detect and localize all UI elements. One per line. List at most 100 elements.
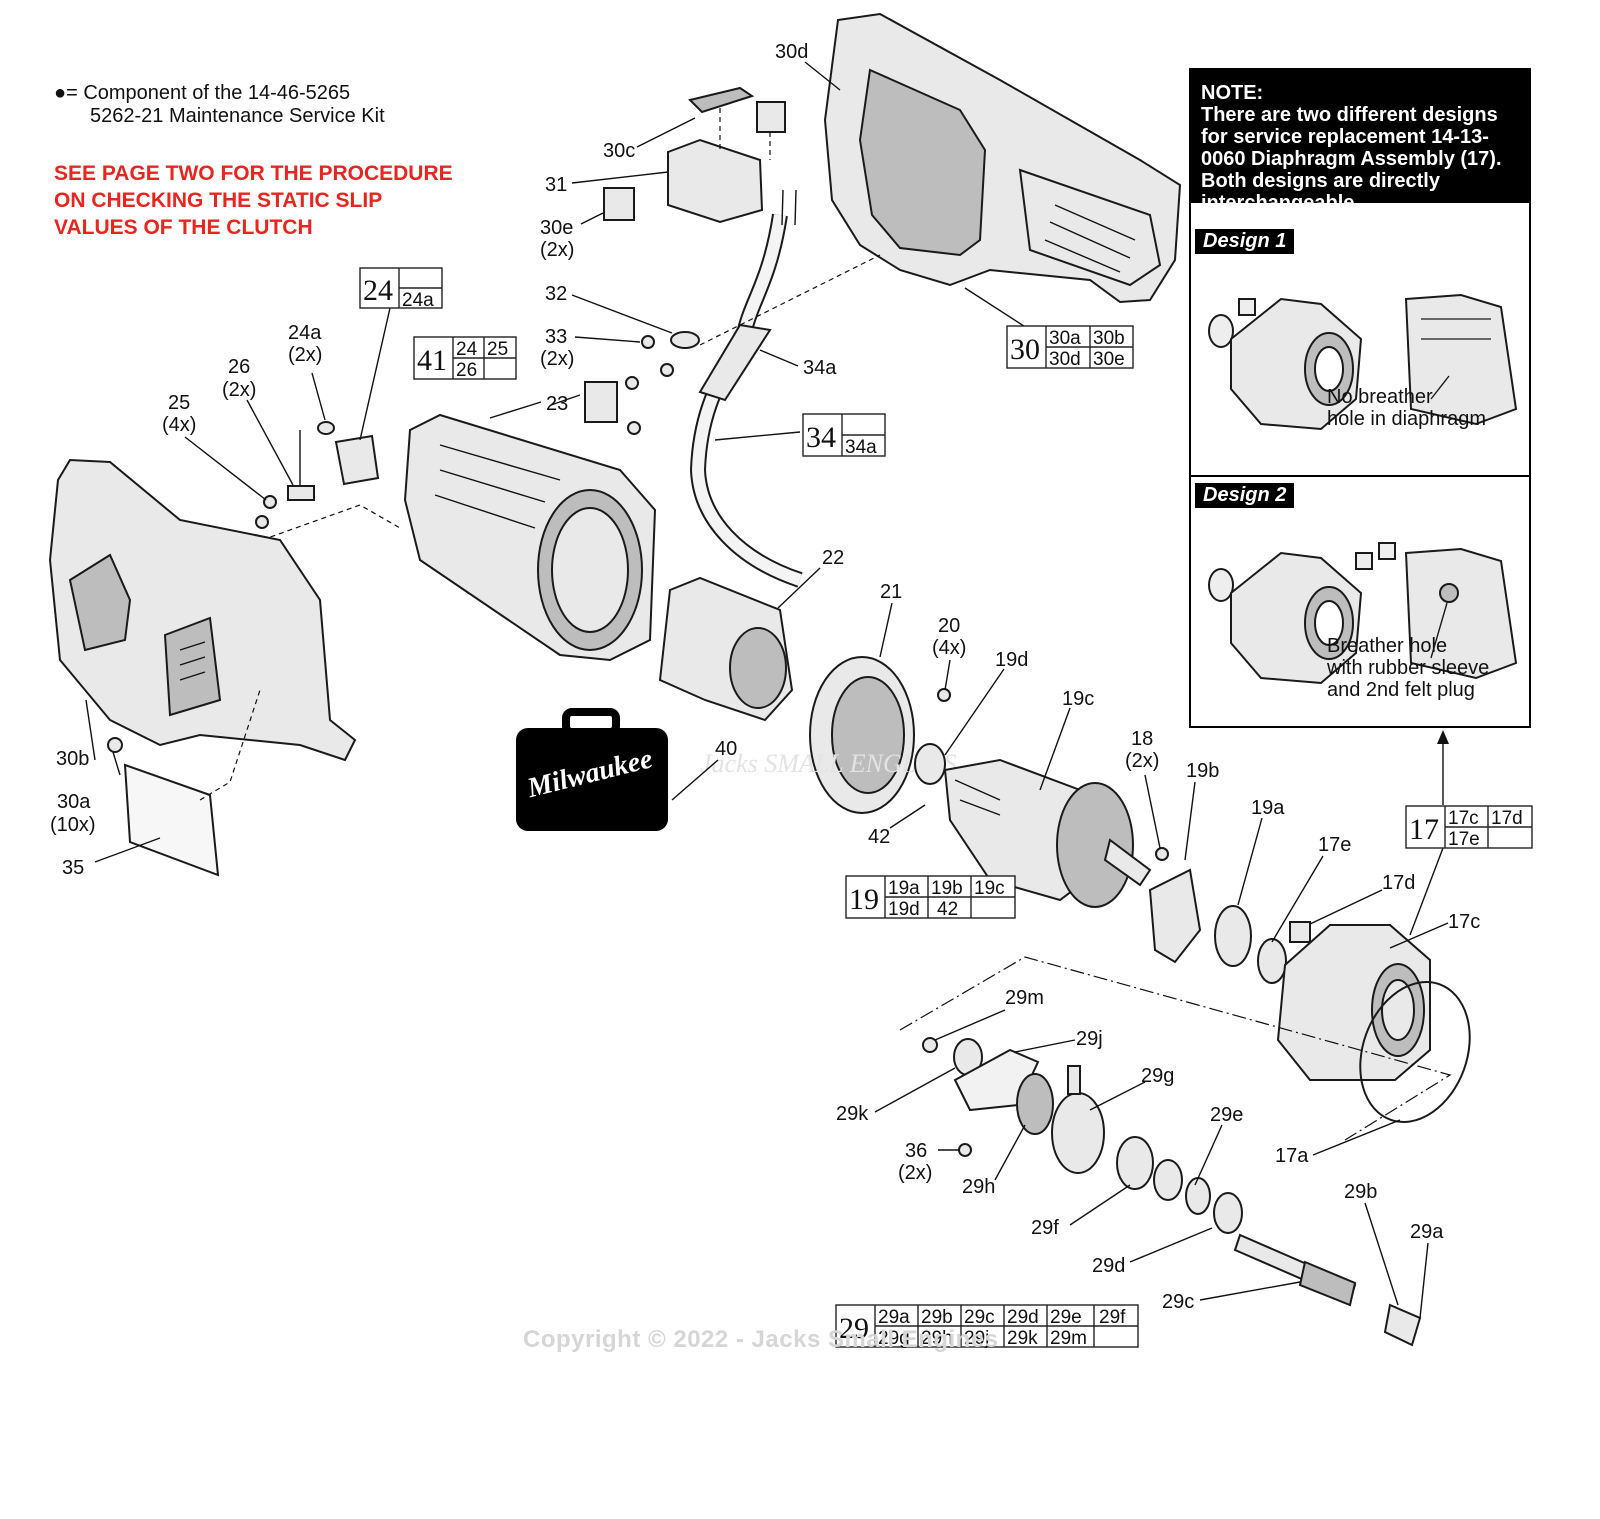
callout-20: 20 bbox=[938, 615, 960, 637]
kit-34-num: 34 bbox=[806, 421, 836, 454]
callout-22: 22 bbox=[822, 547, 844, 569]
kit-30-cell-30a: 30a bbox=[1049, 328, 1081, 349]
design-2-caption-2: with rubber sleeve bbox=[1327, 657, 1490, 679]
callout-25-qty: (4x) bbox=[162, 414, 196, 436]
kit-30-cell-30d: 30d bbox=[1049, 349, 1081, 370]
callout-34a: 34a bbox=[803, 357, 837, 379]
callout-36-qty: (2x) bbox=[898, 1162, 932, 1184]
kit-29-cell-29f: 29f bbox=[1099, 1307, 1126, 1328]
note-line-5: interchangeable. bbox=[1201, 192, 1360, 214]
field-coil bbox=[658, 576, 794, 722]
kit-30-num: 30 bbox=[1010, 333, 1040, 366]
callout-42: 42 bbox=[868, 826, 890, 848]
kit-17-num: 17 bbox=[1409, 813, 1439, 846]
power-cord bbox=[689, 189, 803, 588]
design-1-caption-1: No breather bbox=[1327, 386, 1433, 408]
note-header: NOTE: There are two different designs fo… bbox=[1191, 70, 1529, 214]
callout-30e-qty: (2x) bbox=[540, 239, 574, 261]
callout-29k: 29k bbox=[836, 1103, 869, 1125]
kit-29-cell-29j: 29j bbox=[964, 1328, 989, 1349]
kit-41-cell-25: 25 bbox=[487, 339, 508, 360]
kit-41-num: 41 bbox=[417, 344, 447, 377]
design-1-panel: Design 1 No breather hole in diaphragm bbox=[1191, 223, 1529, 477]
brush-parts bbox=[255, 421, 401, 541]
callout-20-qty: (4x) bbox=[932, 637, 966, 659]
callout-29a: 29a bbox=[1410, 1221, 1444, 1243]
kit-box-29: 29 29a 29b 29c 29d 29e 29f 29g 29h 29j 2… bbox=[835, 1304, 1139, 1349]
callout-30c: 30c bbox=[603, 140, 635, 162]
callout-29e: 29e bbox=[1210, 1104, 1243, 1126]
kit-24-cell-b: 24a bbox=[402, 290, 434, 311]
kit-box-41: 41 24 25 26 bbox=[413, 336, 517, 381]
kit-24-num: 24 bbox=[363, 274, 393, 307]
callout-24a-qty: (2x) bbox=[288, 344, 322, 366]
kit-19-cell-42: 42 bbox=[937, 899, 958, 920]
rear-handle-housing bbox=[823, 12, 1182, 304]
note-title: NOTE: bbox=[1201, 82, 1264, 104]
kit-19-cell-19a: 19a bbox=[888, 878, 920, 899]
kit-29-cell-29g: 29g bbox=[878, 1328, 910, 1349]
callout-30e: 30e bbox=[540, 217, 573, 239]
callout-17d: 17d bbox=[1382, 872, 1415, 894]
kit-29-cell-29d: 29d bbox=[1007, 1307, 1039, 1328]
warning-line-2: ON CHECKING THE STATIC SLIP bbox=[54, 189, 383, 212]
kit-19-cell-19b: 19b bbox=[931, 878, 963, 899]
note-line-3: 0060 Diaphragm Assembly (17). bbox=[1201, 148, 1502, 170]
design-2-illustration bbox=[1208, 542, 1518, 685]
kit-29-cell-29a: 29a bbox=[878, 1307, 910, 1328]
cord-clamp-screws bbox=[641, 331, 700, 377]
warning-line-3: VALUES OF THE CLUTCH bbox=[54, 216, 313, 239]
callout-17c: 17c bbox=[1448, 911, 1480, 933]
callout-19d: 19d bbox=[995, 649, 1028, 671]
motor-housing bbox=[403, 413, 657, 662]
kit-30-cell-30b: 30b bbox=[1093, 328, 1125, 349]
callout-30a: 30a bbox=[57, 791, 91, 813]
callout-33: 33 bbox=[545, 326, 567, 348]
diaphragm-note-box: NOTE: There are two different designs fo… bbox=[1189, 68, 1531, 728]
callout-26: 26 bbox=[228, 356, 250, 378]
callout-29f: 29f bbox=[1031, 1217, 1059, 1239]
kit-41-cell-26: 26 bbox=[456, 360, 477, 381]
kit-box-24: 24 24a bbox=[359, 267, 443, 311]
kit-17-cell-17d: 17d bbox=[1491, 808, 1523, 829]
kit-box-19: 19 19a 19b 19c 19d 42 bbox=[845, 875, 1016, 920]
callout-30d: 30d bbox=[775, 41, 808, 63]
carry-case: Milwaukee bbox=[516, 708, 668, 831]
service-kit-legend: ●= Component of the 14-46-5265 5262-21 M… bbox=[54, 82, 385, 128]
callout-29c: 29c bbox=[1162, 1291, 1194, 1313]
callout-40: 40 bbox=[715, 738, 737, 760]
kit-29-cell-29h: 29h bbox=[921, 1328, 953, 1349]
design-2-tag: Design 2 bbox=[1195, 483, 1295, 508]
callout-19a: 19a bbox=[1251, 797, 1285, 819]
kit-box-30: 30 30a 30b 30d 30e bbox=[1006, 325, 1134, 370]
watermark: Jacks SMALL ENGINES bbox=[700, 749, 957, 778]
baffle bbox=[809, 656, 951, 814]
callout-17a: 17a bbox=[1275, 1145, 1309, 1167]
callout-19b: 19b bbox=[1186, 760, 1219, 782]
kit-17-cell-17c: 17c bbox=[1448, 808, 1479, 829]
callout-33-qty: (2x) bbox=[540, 348, 574, 370]
kit-29-cell-29k: 29k bbox=[1007, 1328, 1038, 1349]
kit-29-cell-29b: 29b bbox=[921, 1307, 953, 1328]
callout-labels: 30d 30c 31 30e (2x) 32 33 (2x) 34a 24a (… bbox=[50, 41, 1480, 1313]
warning-line-1: SEE PAGE TWO FOR THE PROCEDURE bbox=[54, 162, 453, 185]
kit-34-cell-34a: 34a bbox=[845, 437, 877, 458]
kit-29-cell-29c: 29c bbox=[964, 1307, 995, 1328]
kit-41-cell-24: 24 bbox=[456, 339, 478, 360]
callout-26-qty: (2x) bbox=[222, 379, 256, 401]
kit-29-cell-29m: 29m bbox=[1050, 1328, 1087, 1349]
design-2-caption: Breather hole with rubber sleeve and 2nd… bbox=[1327, 635, 1489, 701]
callout-35: 35 bbox=[62, 857, 84, 879]
kit-box-17: 17 17c 17d 17e bbox=[1405, 805, 1533, 850]
callout-23: 23 bbox=[546, 393, 568, 415]
note-line-4: Both designs are directly bbox=[1201, 170, 1440, 192]
copyright-watermark: Copyright © 2022 - Jacks Small Engines bbox=[523, 1326, 999, 1353]
callout-18-qty: (2x) bbox=[1125, 750, 1159, 772]
design-1-caption: No breather hole in diaphragm bbox=[1327, 386, 1486, 430]
callout-36: 36 bbox=[905, 1140, 927, 1162]
gear-train bbox=[922, 1037, 1422, 1347]
brush-holder-assembly bbox=[584, 376, 641, 435]
callout-30b: 30b bbox=[56, 748, 89, 770]
kit-29-cell-29e: 29e bbox=[1050, 1307, 1082, 1328]
